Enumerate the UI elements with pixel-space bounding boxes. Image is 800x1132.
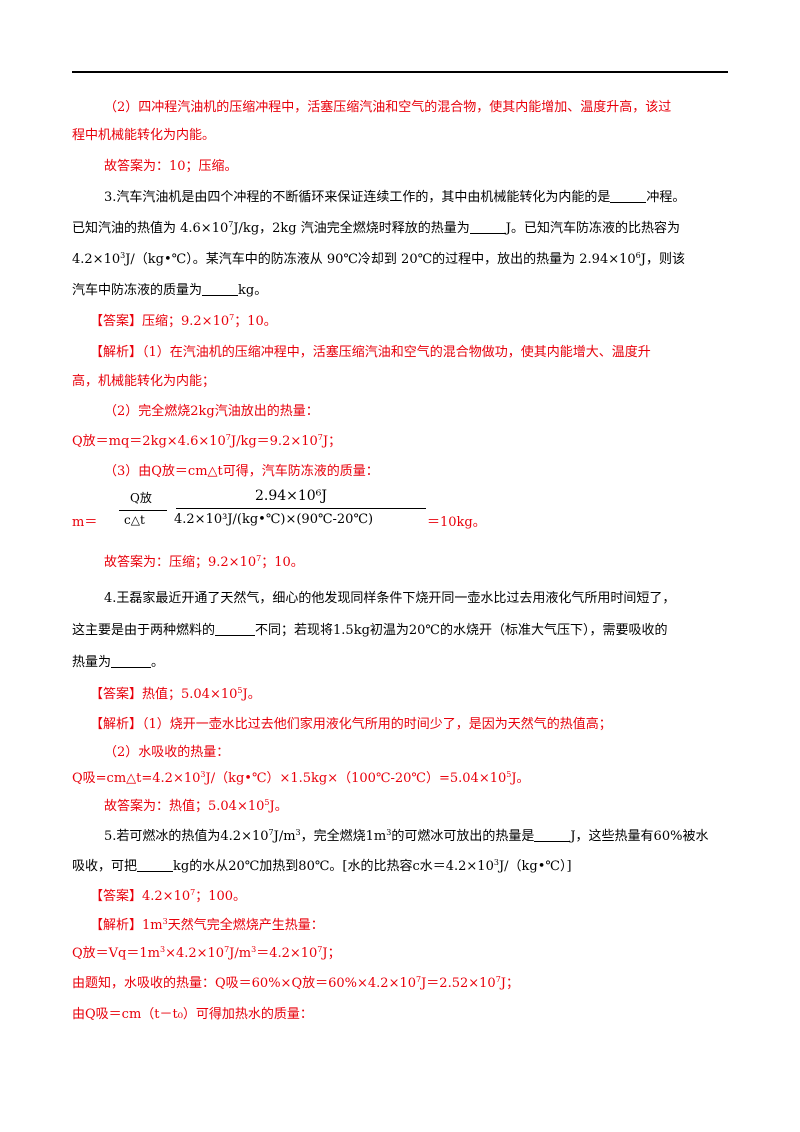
answer-summary: 故答案为：热值；5.04×105J。 (104, 798, 288, 815)
fraction-numerator: Q放 (130, 491, 152, 505)
header-rule (72, 71, 728, 73)
answer-blank (202, 283, 239, 296)
analysis-line: 【解析】（1）烧开一壶水比过去他们家用液化气所用的时间少了，是因为天然气的热值高… (90, 717, 612, 732)
fraction-bar (119, 510, 167, 511)
formula-result: ＝10kg。 (427, 515, 486, 530)
formula-line: Q吸=cm△t=4.2×103J/（kg•℃）×1.5kg×（100℃-20℃）… (72, 770, 530, 787)
answer-blank (610, 190, 647, 203)
formula-line: Q放＝mq＝2kg×4.6×107J/kg＝9.2×107J； (72, 433, 342, 450)
analysis-line: （2）四冲程汽油机的压缩冲程中，活塞压缩汽油和空气的混合物，使其内能增加、温度升… (104, 100, 672, 115)
question-4-line: 这主要是由于两种燃料的不同；若现将1.5kg初温为20℃的水烧开（标准大气压下）… (72, 623, 668, 638)
question-4-line: 4.王磊家最近开通了天然气，细心的他发现同样条件下烧开同一壶水比过去用液化气所用… (104, 591, 676, 606)
fraction-bar (176, 508, 426, 509)
question-4-line: 热量为。 (72, 655, 165, 670)
answer-line: 【答案】4.2×107；100。 (90, 888, 247, 905)
answer-blank (137, 859, 174, 872)
answer-line: 【答案】压缩；9.2×107；10。 (90, 313, 277, 330)
formula-line: 由题知，水吸收的热量：Q吸＝60%×Q放＝60%×4.2×107J＝2.52×1… (72, 975, 519, 992)
question-3-line: 3.汽车汽油机是由四个冲程的不断循环来保证连续工作的，其中由机械能转化为内能的是… (104, 190, 686, 205)
analysis-line: （2）完全燃烧2kg汽油放出的热量： (104, 404, 319, 419)
answer-blank (215, 623, 256, 636)
analysis-line: 【解析】（1）在汽油机的压缩冲程中，活塞压缩汽油和空气的混合物做功，使其内能增大… (90, 345, 651, 360)
formula-lhs: m＝ (72, 515, 98, 530)
formula-line: Q放＝Vq＝1m3×4.2×107J/m3＝4.2×107J； (72, 945, 341, 962)
fraction-denominator: c△t (124, 513, 145, 527)
analysis-line: （3）由Q放＝cm△t可得，汽车防冻液的质量： (104, 464, 379, 479)
answer-summary: 故答案为：10；压缩。 (104, 159, 238, 174)
analysis-line: 高，机械能转化为内能； (72, 374, 216, 389)
answer-summary: 故答案为：压缩；9.2×107；10。 (104, 554, 304, 571)
answer-blank (534, 829, 571, 842)
question-3-line: 4.2×103J/（kg•℃）。某汽车中的防冻液从 90℃冷却到 20℃的过程中… (72, 251, 685, 268)
analysis-line: 【解析】1m3天然气完全燃烧产生热量： (90, 917, 324, 934)
question-5-line: 5.若可燃冰的热值为4.2×107J/m3，完全燃烧1m3的可燃冰可放出的热量是… (104, 828, 709, 845)
analysis-line: （2）水吸收的热量： (104, 745, 230, 760)
analysis-line: 程中机械能转化为内能。 (72, 128, 216, 143)
answer-blank (111, 655, 152, 668)
fraction-numerator: 2.94×10⁶J (255, 488, 327, 504)
answer-blank (469, 221, 506, 234)
analysis-line: 由Q吸＝cm（t－t₀）可得加热水的质量： (72, 1007, 313, 1022)
fraction-denominator: 4.2×10³J/(kg•℃)×(90℃-20℃) (174, 512, 374, 527)
answer-line: 【答案】热值；5.04×105J。 (90, 686, 261, 703)
